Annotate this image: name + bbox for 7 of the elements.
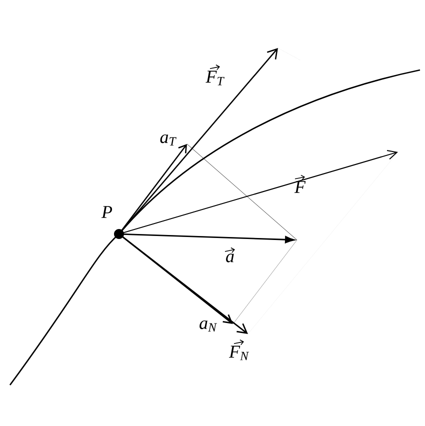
vector-label: F$_{T}$ bbox=[206, 64, 224, 86]
vector-label: a bbox=[224, 247, 235, 262]
vector-label: F bbox=[294, 174, 306, 193]
label: a$_{N}$ bbox=[200, 320, 218, 332]
label: a$_{T}$ bbox=[160, 134, 176, 146]
label: P bbox=[101, 206, 112, 218]
vector-label: F$_{N}$ bbox=[228, 339, 250, 360]
